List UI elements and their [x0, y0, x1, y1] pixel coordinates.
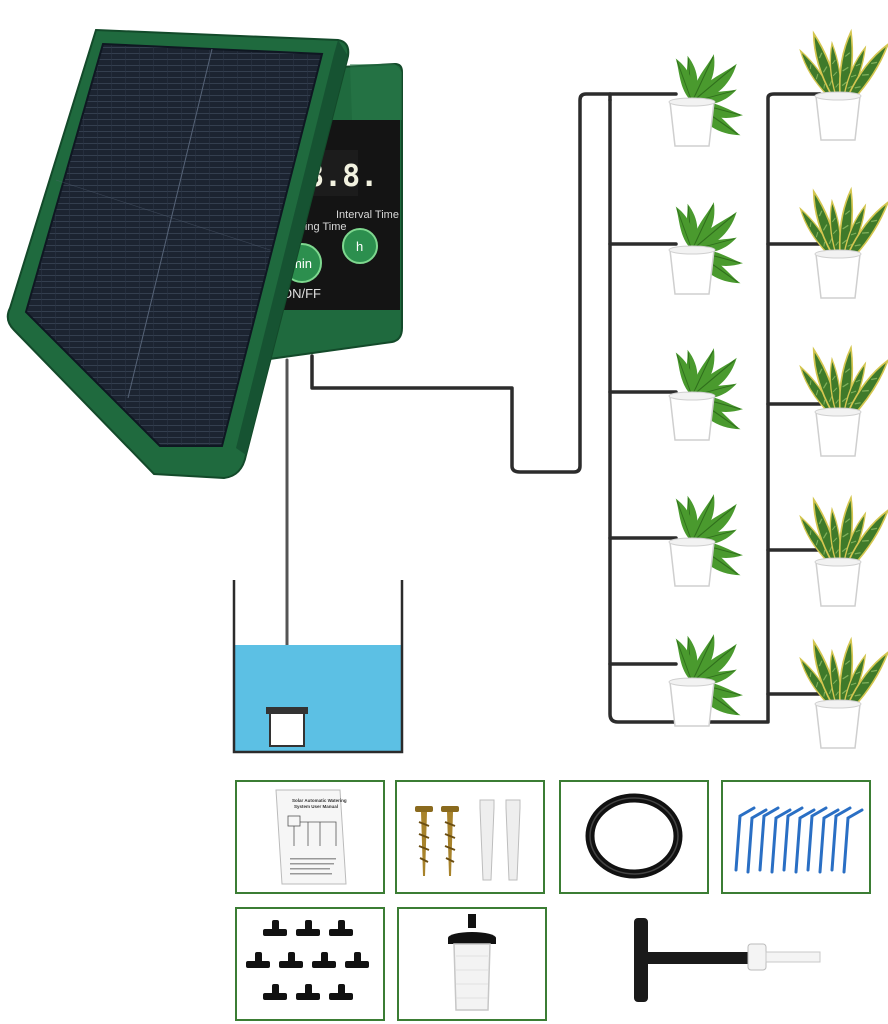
accessory-screws-anchors — [395, 780, 545, 894]
tee-connector-icon — [279, 952, 303, 968]
drip-arrow-icon — [806, 806, 828, 872]
on-off-label: ON/FF — [282, 286, 321, 301]
wall-anchor-icon — [479, 799, 521, 881]
snake-plant — [795, 346, 888, 457]
tee-connectors-icon — [246, 920, 369, 1000]
drip-arrow-icon — [770, 808, 792, 874]
accessory-valve-connector — [634, 918, 821, 1002]
h-button[interactable]: h — [342, 228, 378, 264]
drip-arrows-icon — [734, 806, 864, 874]
tee-connector-icon — [312, 952, 336, 968]
accessories: Solar Automatic Watering System User Man… — [235, 780, 871, 1021]
accessory-drip-arrows — [721, 780, 871, 894]
tee-connector-icon — [263, 984, 287, 1000]
solar-controller: 8.8. Watering Time Interval Time min h O… — [6, 28, 403, 480]
peace-lily-plant — [665, 53, 744, 148]
tee-connector-icon — [345, 952, 369, 968]
drip-arrow-icon — [794, 808, 816, 874]
filter-icon — [448, 914, 496, 1011]
peace-lily-plant — [665, 633, 744, 728]
accessory-tee-connectors — [235, 907, 385, 1021]
snake-plant — [795, 638, 888, 749]
h-button-label: h — [356, 239, 363, 254]
tee-connector-icon — [329, 984, 353, 1000]
drip-arrow-icon — [842, 808, 864, 874]
tee-connector-icon — [296, 920, 320, 936]
snake-plant — [795, 30, 888, 141]
peace-lily-plant — [665, 493, 744, 588]
accessory-tube-coil — [559, 780, 709, 894]
plant-wall — [665, 30, 888, 749]
drip-arrow-icon — [782, 806, 804, 872]
peace-lily-plant — [665, 201, 744, 296]
drip-arrow-icon — [758, 806, 780, 872]
pump-filter — [269, 711, 305, 747]
interval-time-label: Interval Time — [336, 209, 399, 221]
water — [234, 645, 402, 751]
screw-icon — [441, 806, 459, 876]
manual-title-line2: System User Manual — [294, 804, 338, 809]
drip-arrow-icon — [818, 808, 840, 874]
drip-arrow-icon — [830, 806, 852, 872]
manual-diagram-icon — [287, 815, 337, 846]
manual-title-line1: Solar Automatic Watering — [292, 798, 347, 803]
solar-cells — [24, 42, 324, 447]
tee-connector-icon — [246, 952, 270, 968]
valve-connector-icon — [634, 918, 821, 1002]
tee-connector-icon — [263, 920, 287, 936]
snake-plant — [795, 188, 888, 299]
accessory-manual: Solar Automatic Watering System User Man… — [235, 780, 385, 894]
accessory-filter — [397, 907, 547, 1021]
screw-icon — [415, 806, 433, 876]
peace-lily-plant — [665, 347, 744, 442]
drip-arrow-icon — [734, 806, 756, 872]
drip-arrow-icon — [746, 808, 768, 874]
snake-plant — [795, 496, 888, 607]
tee-connector-icon — [296, 984, 320, 1000]
manual-text-lines — [290, 858, 336, 875]
water-bucket — [232, 580, 404, 754]
tee-connector-icon — [329, 920, 353, 936]
